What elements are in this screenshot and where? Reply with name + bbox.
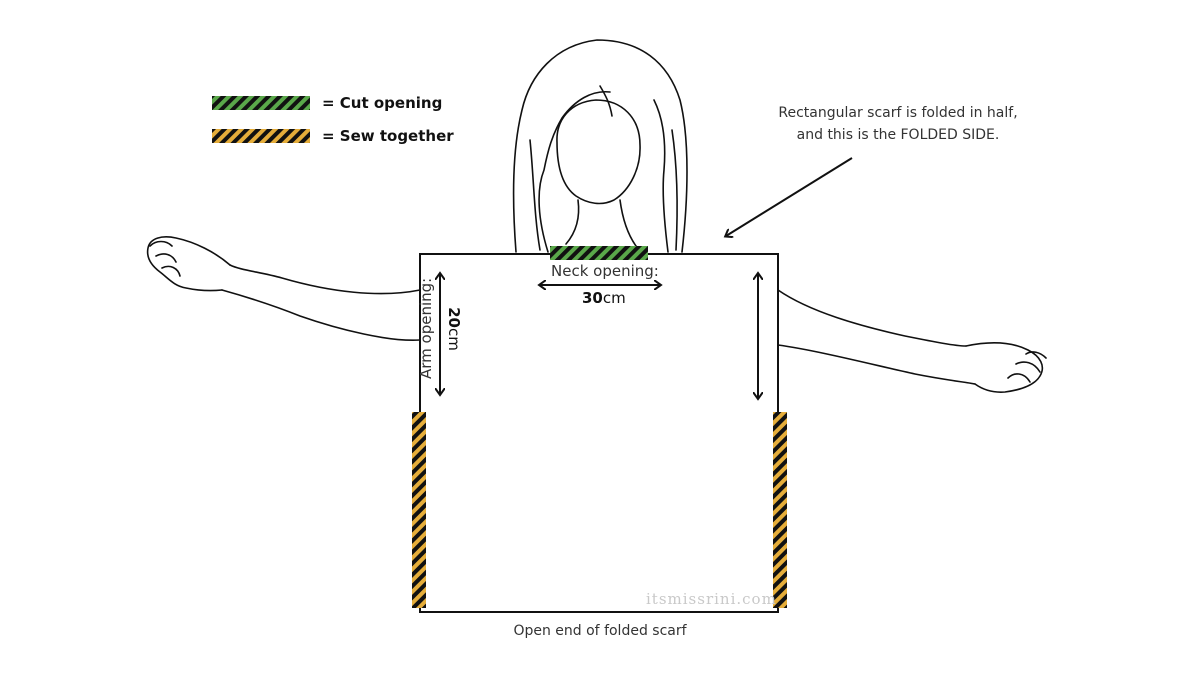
legend-sew-swatch: [212, 129, 310, 143]
neck-opening-label: Neck opening:: [551, 262, 659, 280]
neck-opening-value: 30cm: [582, 289, 626, 307]
arm-opening-number: 20: [445, 307, 463, 328]
right-arm-upper: [777, 289, 967, 347]
annotation-line-2: and this is the FOLDED SIDE.: [796, 127, 1000, 143]
neck-opening-unit: cm: [602, 289, 626, 307]
hair-strand-right: [653, 99, 669, 253]
right-sew-stripe: [773, 412, 787, 608]
left-arm-lower: [221, 289, 421, 342]
arm-opening-label: Arm opening:: [417, 277, 435, 379]
open-end-label: Open end of folded scarf: [513, 623, 687, 639]
left-fingers: [149, 240, 181, 277]
hair-inner-left: [529, 139, 541, 251]
right-fingers: [1007, 351, 1047, 383]
right-hand: [965, 341, 1044, 393]
folded-side-annotation: Rectangular scarf is folded in half, and…: [770, 102, 1026, 146]
scarf-rectangle: [419, 253, 779, 613]
legend-sew-label: = Sew together: [322, 127, 454, 145]
hair-strand-left: [538, 91, 611, 253]
legend-cut-label: = Cut opening: [322, 94, 443, 112]
folded-side-pointer-arrow: [726, 157, 853, 236]
face-outline: [556, 99, 641, 205]
arm-opening-unit: cm: [445, 328, 463, 351]
right-arm-lower: [777, 344, 976, 385]
hair-outline: [512, 39, 688, 253]
neck-opening-number: 30: [582, 289, 603, 307]
legend-cut-swatch: [212, 96, 310, 110]
watermark: itsmissrini.com: [646, 590, 777, 608]
left-sew-stripe: [412, 412, 426, 608]
annotation-line-1: Rectangular scarf is folded in half,: [778, 105, 1018, 121]
left-hand: [146, 236, 231, 292]
person-illustration: [146, 39, 1047, 393]
arm-opening-value: 20cm: [445, 299, 463, 359]
hair-part: [599, 85, 613, 117]
left-arm-upper: [229, 264, 421, 295]
hair-inner-right: [671, 129, 678, 251]
neck-left: [565, 199, 580, 245]
neck-cut-stripe: [550, 246, 648, 260]
neck-right: [619, 199, 637, 247]
